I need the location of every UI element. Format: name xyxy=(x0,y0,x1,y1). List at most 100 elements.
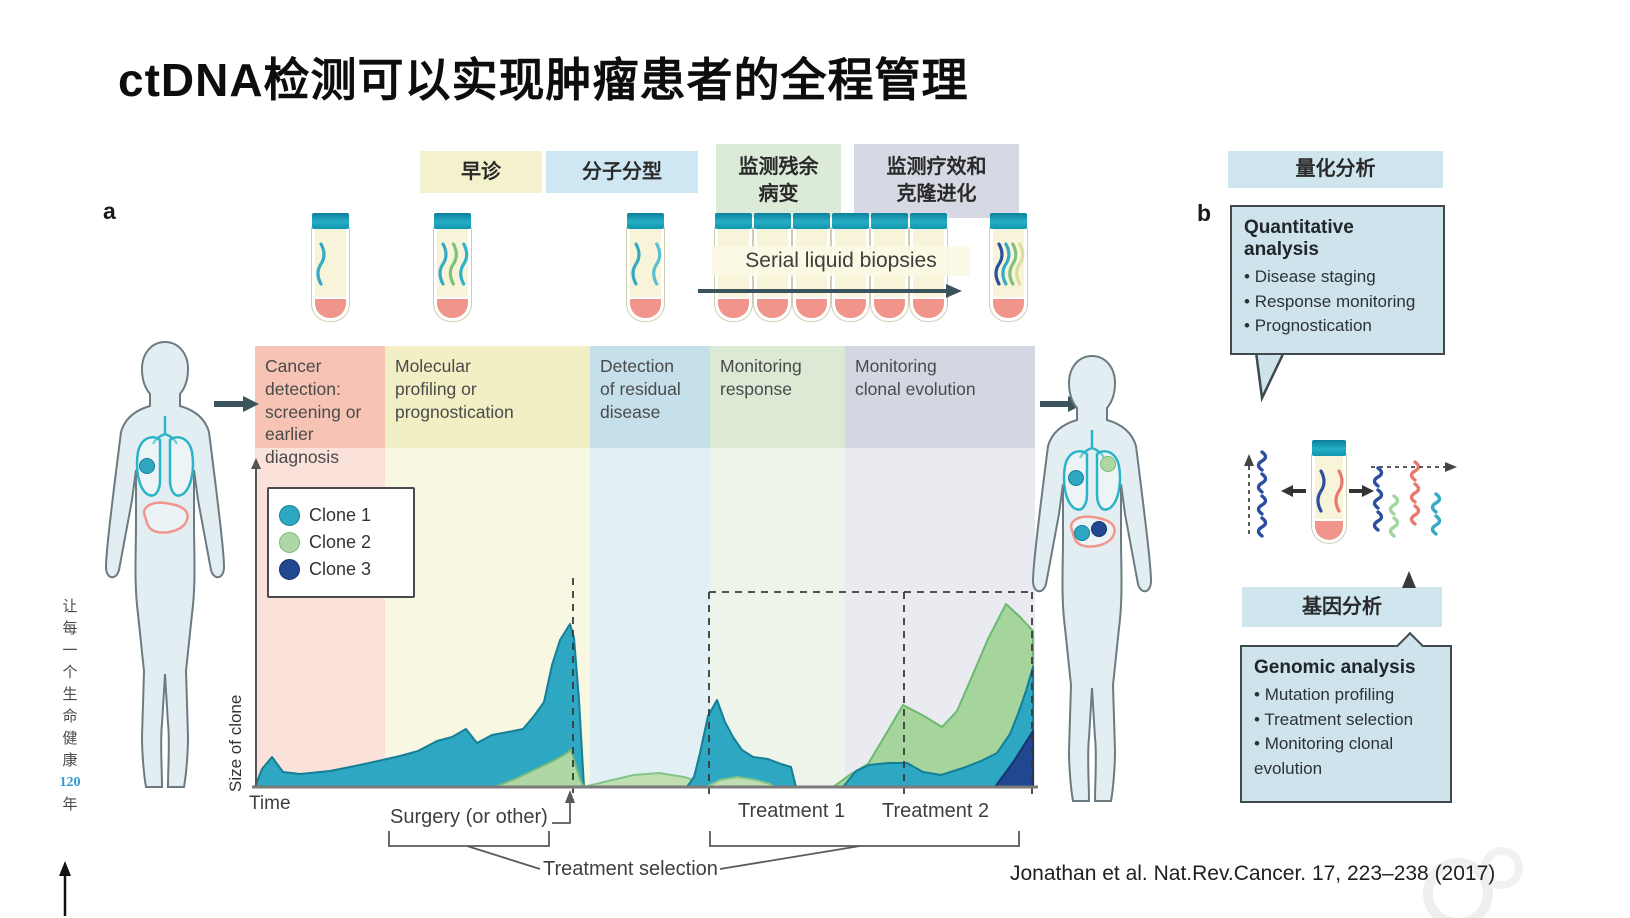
bullet-item: Mutation profiling xyxy=(1254,683,1438,708)
panel-b-label: b xyxy=(1197,200,1212,226)
treatment-selection-label: Treatment selection xyxy=(543,858,718,880)
tube-blood xyxy=(835,297,866,318)
tube-blood xyxy=(718,297,749,318)
quantitative-analysis-box: Quantitative analysis Disease stagingRes… xyxy=(1230,205,1445,355)
test-tube xyxy=(990,213,1027,321)
motto-char: 一 xyxy=(62,643,78,659)
dna-squiggle-icon xyxy=(652,242,662,286)
tube-blood xyxy=(630,297,661,318)
treatment-bracket xyxy=(709,831,1020,847)
chart-band-monitoring-response xyxy=(710,448,845,787)
treatment1-label: Treatment 1 xyxy=(738,800,846,822)
legend-label: Clone 1 xyxy=(309,505,372,525)
motto-char: 每 xyxy=(62,621,78,637)
vertical-motto: 让每一个生命健康 120 年 xyxy=(52,596,88,816)
bottom-left-up-arrow xyxy=(59,861,71,916)
treatment2-label: Treatment 2 xyxy=(882,800,990,822)
surgery-connector xyxy=(552,801,571,824)
tube-blood xyxy=(757,297,788,318)
quantitative-analysis-header: 量化分析 xyxy=(1228,151,1443,188)
serial-biopsies-arrow xyxy=(698,284,962,298)
motto-char: 个 xyxy=(62,665,78,681)
selection-connector-left xyxy=(466,845,541,870)
motto-char: 让 xyxy=(62,599,78,615)
stage-label: Monitoring clonal evolution xyxy=(855,356,976,399)
dna-squiggle-icon xyxy=(1001,242,1011,286)
clone3-dot-icon xyxy=(279,559,300,580)
phase-box-efficacy-monitoring: 监测疗效和 克隆进化 xyxy=(854,144,1019,218)
dna-squiggle-icon xyxy=(448,242,458,286)
bullet-item: Treatment selection xyxy=(1254,708,1438,733)
quant-box-title: Quantitative analysis xyxy=(1244,217,1354,260)
motto-char: 健 xyxy=(62,731,78,747)
slide-title: ctDNA检测可以实现肿瘤患者的全程管理 xyxy=(118,54,969,106)
serial-liquid-biopsies-label: Serial liquid biopsies xyxy=(712,246,970,276)
genomic-box-bullets: Mutation profilingTreatment selectionMon… xyxy=(1254,683,1438,782)
bullet-item: Monitoring clonal evolution xyxy=(1254,732,1438,781)
test-tube xyxy=(434,213,471,321)
citation: Jonathan et al. Nat.Rev.Cancer. 17, 223–… xyxy=(1010,862,1496,885)
surgery-arrowhead-icon xyxy=(565,790,575,803)
tube-cap xyxy=(434,213,471,229)
dna-squiggle-icon xyxy=(316,242,326,286)
stage-band-molecular-profiling: Molecular profiling or prognostication xyxy=(385,346,590,448)
tube-body xyxy=(312,228,349,321)
dna-squiggle-icon xyxy=(631,242,641,286)
stage-band-row: Cancer detection: screening or earlier d… xyxy=(0,346,1630,467)
phase-box-molecular-typing: 分子分型 xyxy=(546,151,698,193)
genomic-analysis-header: 基因分析 xyxy=(1242,587,1442,627)
clone2-dot-icon xyxy=(279,532,300,553)
legend-item-clone1: Clone 1 xyxy=(279,505,403,526)
dna-squiggle-icon xyxy=(438,242,448,286)
tube-blood xyxy=(796,297,827,318)
phase-box-early-diagnosis: 早诊 xyxy=(420,151,542,193)
tube-body xyxy=(627,228,664,321)
y-axis-label: Size of clone xyxy=(226,694,245,792)
stage-band-residual-disease: Detection of residual disease xyxy=(590,346,710,448)
test-tube xyxy=(627,213,664,321)
motto-highlight: 120 xyxy=(59,775,81,790)
motto-char: 生 xyxy=(62,687,78,703)
surgery-label: Surgery (or other) xyxy=(390,806,548,828)
dna-squiggle-icon xyxy=(459,242,469,286)
surgery-bracket xyxy=(388,831,550,847)
genomic-analysis-box: Genomic analysis Mutation profilingTreat… xyxy=(1240,631,1452,803)
stage-label: Monitoring response xyxy=(720,356,802,399)
phase-box-residual-monitoring: 监测残余 病变 xyxy=(716,144,841,218)
legend-item-clone2: Clone 2 xyxy=(279,532,403,553)
motto-char: 命 xyxy=(62,709,78,725)
chart-band-residual-disease xyxy=(590,448,710,787)
clone1-dot-icon xyxy=(279,505,300,526)
selection-connector-right xyxy=(719,845,861,870)
chart-band-monitoring-clonal-evolution xyxy=(845,448,1035,787)
stage-label: Molecular profiling or prognostication xyxy=(395,356,514,422)
tube-body xyxy=(434,228,471,321)
chart-band-molecular-profiling xyxy=(385,448,590,787)
tube-body xyxy=(990,228,1027,321)
panel-a-label: a xyxy=(103,198,116,224)
dna-squiggle-icon xyxy=(1015,242,1025,286)
stage-label: Detection of residual disease xyxy=(600,356,681,422)
quant-box-bullets: Disease stagingResponse monitoringProgno… xyxy=(1244,265,1431,339)
motto-char: 康 xyxy=(62,753,78,769)
bullet-item: Response monitoring xyxy=(1244,290,1431,315)
tube-cap xyxy=(627,213,664,229)
legend-label: Clone 2 xyxy=(309,532,372,552)
stage-label: Cancer detection: screening or earlier d… xyxy=(265,356,362,467)
legend-item-clone3: Clone 3 xyxy=(279,559,403,580)
bullet-item: Prognostication xyxy=(1244,314,1431,339)
stage-band-cancer-detection: Cancer detection: screening or earlier d… xyxy=(255,346,385,467)
dna-squiggle-icon xyxy=(1008,242,1018,286)
motto-suffix: 年 xyxy=(62,797,78,813)
stage-band-monitoring-response: Monitoring response xyxy=(710,346,845,448)
dna-squiggle-icon xyxy=(994,242,1004,286)
tube-blood xyxy=(993,297,1024,318)
stage-band-monitoring-clonal-evolution: Monitoring clonal evolution xyxy=(845,346,1035,448)
clone-legend: Clone 1 Clone 2 Clone 3 xyxy=(267,487,415,598)
tube-blood xyxy=(315,297,346,318)
test-tube xyxy=(312,213,349,321)
bullet-item: Disease staging xyxy=(1244,265,1431,290)
tube-blood xyxy=(913,297,944,318)
tube-cap xyxy=(312,213,349,229)
